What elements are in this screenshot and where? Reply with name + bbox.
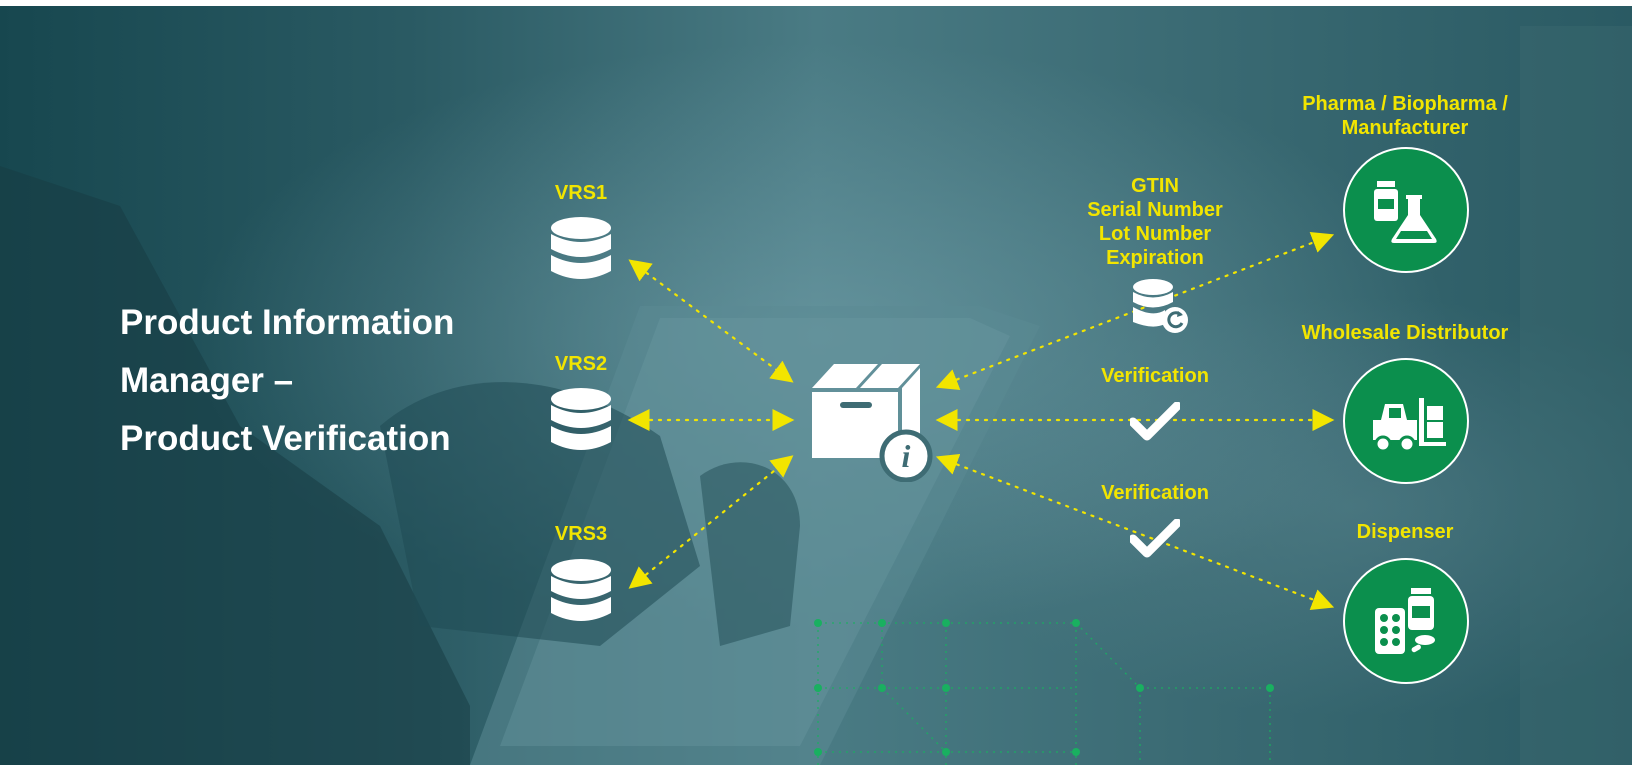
manufacturer-label-line-2: Manufacturer xyxy=(1341,117,1469,139)
product-box-info-icon: i xyxy=(812,364,933,482)
dispenser-node xyxy=(1343,558,1469,684)
database-icon xyxy=(551,388,611,450)
dispenser-label: Dispenser xyxy=(1356,521,1454,543)
verification-label-2: Verification xyxy=(1101,482,1209,504)
distributor-label: Wholesale Distributor xyxy=(1301,322,1509,344)
field-gtin: GTIN xyxy=(1131,175,1179,197)
field-serial-number: Serial Number xyxy=(1087,199,1223,221)
manufacturer-label-line-1: Pharma / Biopharma / xyxy=(1302,93,1508,115)
title-line-3: Product Verification xyxy=(120,419,451,458)
checkmark-icon xyxy=(1130,402,1180,441)
data-fields-label: GTIN Serial Number Lot Number Expiration xyxy=(1070,174,1240,270)
field-lot-number: Lot Number xyxy=(1098,223,1212,245)
page-title: Product Information Manager – Product Ve… xyxy=(120,294,520,468)
vrs3-label: VRS3 xyxy=(554,523,608,545)
verification-label-1: Verification xyxy=(1101,365,1209,387)
connector-dispenser xyxy=(935,453,1335,611)
decorative-grid xyxy=(817,622,1271,765)
pills-bottle-icon xyxy=(1375,588,1435,654)
vrs2-label: VRS2 xyxy=(554,353,608,375)
database-icon xyxy=(551,559,611,621)
field-expiration: Expiration xyxy=(1106,247,1204,269)
title-line-2: Manager – xyxy=(120,361,294,400)
manufacturer-label: Pharma / Biopharma / Manufacturer xyxy=(1280,92,1530,140)
checkmark-icon xyxy=(1130,519,1180,558)
svg-text:i: i xyxy=(902,438,911,474)
pharma-flask-icon xyxy=(1374,181,1437,243)
connector-vrs3 xyxy=(628,455,794,589)
forklift-icon xyxy=(1373,398,1446,453)
manufacturer-node xyxy=(1343,147,1469,273)
title-line-1: Product Information xyxy=(120,303,455,342)
connector-vrs1 xyxy=(628,259,794,383)
database-sync-icon xyxy=(1133,279,1188,333)
database-icon xyxy=(551,217,611,279)
distributor-node xyxy=(1343,358,1469,484)
vrs1-label: VRS1 xyxy=(554,182,608,204)
diagram-canvas: Product Information Manager – Product Ve… xyxy=(0,6,1632,765)
